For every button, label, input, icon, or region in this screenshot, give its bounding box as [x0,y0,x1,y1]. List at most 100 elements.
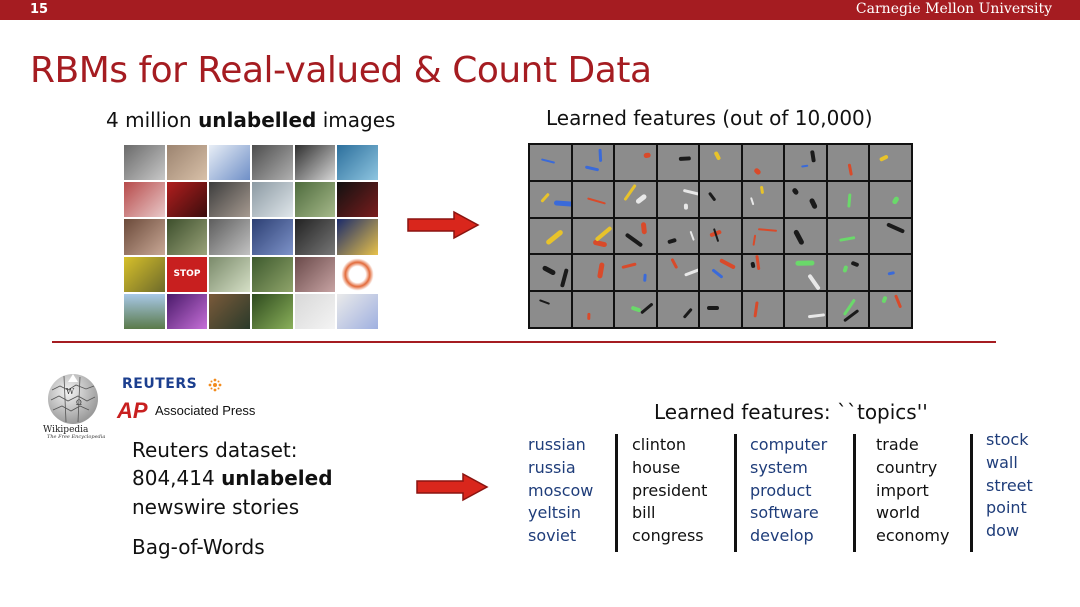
image-thumbnail [337,293,378,329]
learned-feature-tile [657,218,699,254]
topic-word: president [632,480,708,500]
image-thumbnail [252,145,293,181]
arrow-right-icon [416,472,489,502]
images-caption: 4 million unlabelled images [106,108,396,132]
image-thumbnail [209,219,250,255]
topic-word: bill [632,503,656,523]
header-bar: 15 Carnegie Mellon University [0,0,1080,20]
learned-feature-tile [572,181,614,217]
image-thumbnail [124,182,165,218]
image-thumbnail [337,182,378,218]
topic-column: computer system product software develop [750,434,827,548]
svg-text:W: W [66,387,75,396]
learned-feature-tile [530,181,571,217]
image-thumbnail [294,256,336,292]
image-thumbnail [252,256,293,292]
topic-word: country [876,457,938,477]
learned-feature-tile [572,218,614,254]
learned-feature-tile [657,145,699,180]
ap-logo-mark: AP [117,398,148,423]
image-thumbnail [252,219,293,255]
image-thumbnail [166,145,208,181]
topic-word: street [986,475,1033,495]
topic-column-separator [734,434,737,552]
learned-feature-tile [870,145,911,180]
learned-feature-tile [657,181,699,217]
learned-feature-tile [785,181,826,217]
topic-word: clinton [632,435,687,454]
slide-number: 15 [30,2,49,17]
dataset-line-2: 804,414 unlabeled [132,466,333,490]
image-samples-grid: STOP [124,145,378,329]
image-thumbnail [294,145,336,181]
image-thumbnail [124,293,165,329]
bag-of-words-label: Bag-of-Words [132,535,265,559]
learned-feature-tile [700,255,741,291]
image-thumbnail [209,256,250,292]
topic-word: software [750,503,819,523]
topic-word: russia [528,457,576,477]
learned-feature-tile [615,218,656,254]
learned-feature-tile [870,255,911,291]
section-divider [52,341,996,343]
learned-feature-tile [700,218,741,254]
learned-feature-tile [827,181,869,217]
learned-feature-tile [657,292,699,327]
learned-feature-tile [700,292,741,327]
topic-word: world [876,503,921,523]
learned-feature-tile [742,181,784,217]
topic-word: computer [750,435,828,454]
topic-word: product [750,480,812,500]
topic-word: trade [876,435,919,454]
topic-word: soviet [528,526,577,546]
image-thumbnail [166,293,208,329]
learned-feature-tile [785,292,826,327]
learned-feature-tile [827,255,869,291]
topic-column-separator [970,434,973,552]
features-caption: Learned features (out of 10,000) [546,106,873,130]
image-thumbnail [124,145,165,181]
image-thumbnail [124,219,165,255]
learned-feature-tile [870,292,911,327]
image-thumbnail [294,182,336,218]
svg-text:Ω: Ω [76,399,82,407]
topic-word: point [986,498,1027,518]
topic-word: wall [986,452,1018,472]
slide-title: RBMs for Real-valued & Count Data [30,50,652,91]
learned-feature-tile [615,145,656,180]
image-thumbnail [166,219,208,255]
learned-feature-tile [615,181,656,217]
learned-feature-tile [530,218,571,254]
topic-word: yeltsin [528,503,581,523]
topic-word: develop [750,526,814,546]
learned-feature-tile [615,255,656,291]
image-thumbnail [209,182,250,218]
learned-feature-tile [530,255,571,291]
learned-feature-tile [700,181,741,217]
arrow-right-icon [407,210,480,240]
image-thumbnail [209,145,250,181]
topic-word: import [876,480,929,500]
topic-word: dow [986,521,1020,541]
learned-feature-tile [530,292,571,327]
stop-sign-text: STOP [173,269,201,280]
topic-word: system [750,457,808,477]
topic-column-separator [615,434,618,552]
image-thumbnail [252,182,293,218]
image-thumbnail [209,293,250,329]
learned-feature-tile [827,145,869,180]
image-thumbnail [337,256,378,292]
topics-caption: Learned features: ``topics'' [654,400,928,424]
learned-feature-tile [572,292,614,327]
learned-feature-tile [700,145,741,180]
learned-feature-tile [657,255,699,291]
topic-word: stock [986,430,1029,449]
topic-column: stock wall street point dow [986,429,1033,543]
topic-word: moscow [528,480,594,500]
image-thumbnail [252,293,293,329]
image-thumbnail [337,219,378,255]
topic-word: house [632,457,681,477]
learned-feature-tile [827,292,869,327]
